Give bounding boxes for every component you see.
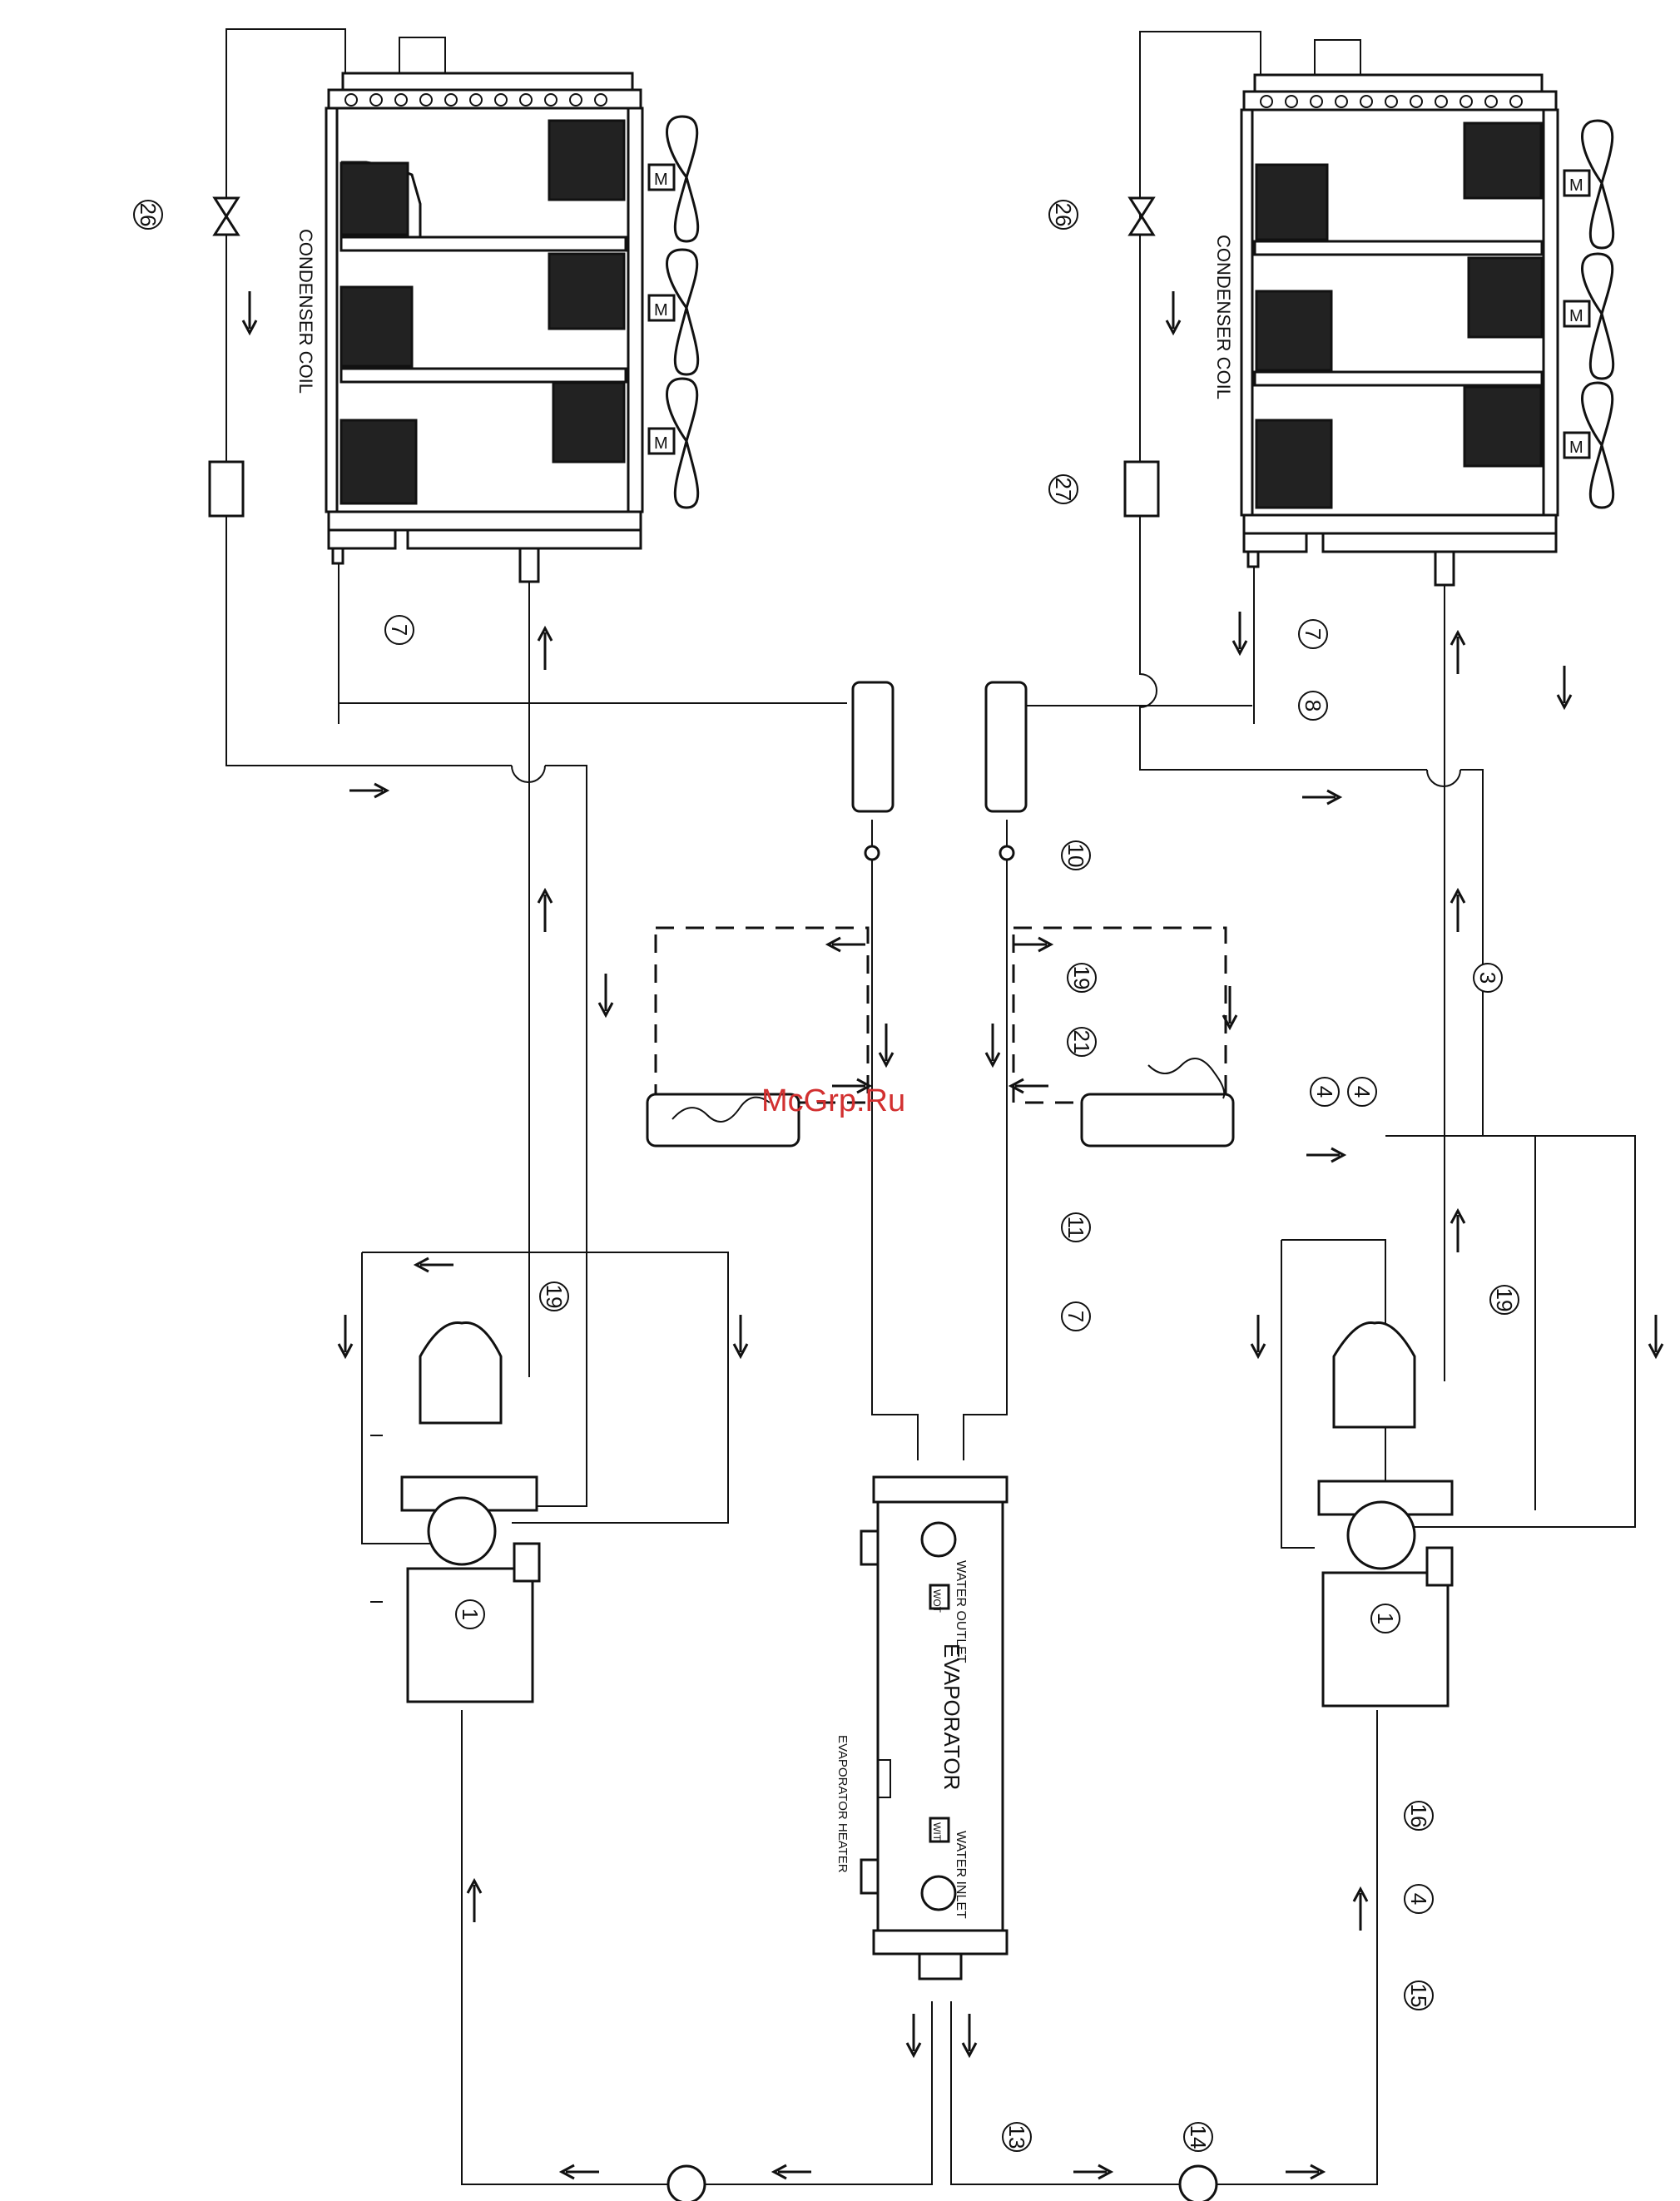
callout-13: 13 (1003, 2123, 1031, 2151)
left-dashed-region (656, 928, 868, 1103)
left-receiver (210, 462, 243, 516)
callout-text: 19 (1492, 1288, 1517, 1312)
callout-text: 26 (136, 203, 161, 227)
callout-text: 7 (387, 624, 412, 636)
callout-19-right: 19 (1490, 1286, 1519, 1314)
water-inlet-label: WATER INLET (954, 1831, 968, 1919)
right-pump (1180, 2166, 1217, 2201)
callout-text: 4 (1406, 1893, 1431, 1905)
fan-motor-label: M (654, 301, 668, 320)
right-condenser: M M M CONDENSER COIL (1213, 75, 1613, 585)
right-filter-drier (986, 682, 1026, 811)
callout-4-a: 4 (1311, 1078, 1339, 1106)
callout-1-right: 1 (1371, 1604, 1400, 1633)
callout-7-mid: 7 (1062, 1302, 1090, 1331)
condenser-coil-label-left: CONDENSER COIL (295, 229, 316, 394)
left-check-valve (215, 198, 238, 235)
left-condenser: M M M CONDENSER COIL (295, 73, 698, 582)
callout-text: 26 (1051, 203, 1076, 227)
left-pump (668, 2166, 705, 2201)
callout-7-right-top: 7 (1299, 620, 1327, 648)
callout-text: 19 (542, 1285, 567, 1309)
callout-27-right: 27 (1049, 475, 1078, 503)
callout-4-low: 4 (1405, 1885, 1433, 1913)
wit-label: WIT (931, 1822, 943, 1842)
callout-26-right: 26 (1049, 201, 1078, 229)
callout-text: 10 (1063, 844, 1088, 868)
left-compressor (370, 1323, 539, 1703)
callout-text: 21 (1069, 1030, 1094, 1054)
fan-motor-label: M (654, 171, 668, 189)
water-outlet-label: WATER OUTLET (954, 1560, 968, 1663)
callout-11: 11 (1062, 1213, 1090, 1242)
callout-text: 11 (1063, 1217, 1088, 1239)
right-condenser-fans: M M M (1564, 121, 1613, 508)
condenser-coil-label-right: CONDENSER COIL (1213, 235, 1234, 399)
wot-label: WOT (931, 1589, 943, 1614)
right-check-valve (1130, 198, 1153, 235)
callout-14: 14 (1184, 2123, 1212, 2151)
fan-motor-label: M (1569, 439, 1583, 457)
callout-text: 7 (1301, 628, 1326, 640)
callout-10: 10 (1062, 841, 1090, 870)
watermark: McGrp.Ru (761, 1083, 905, 1118)
right-dashed-region (1013, 928, 1226, 1103)
callout-text: 27 (1051, 478, 1076, 502)
left-filter-drier (853, 682, 893, 811)
right-receiver (1125, 462, 1158, 516)
callout-3: 3 (1474, 964, 1502, 992)
callout-text: 19 (1069, 966, 1094, 990)
callout-1-left: 1 (456, 1600, 484, 1628)
callout-21: 21 (1068, 1028, 1096, 1056)
evaporator-label: EVAPORATOR (939, 1643, 964, 1790)
callout-text: 1 (1373, 1613, 1398, 1624)
left-condenser-fans: M M M (649, 116, 698, 508)
callout-8-right: 8 (1299, 692, 1327, 720)
callout-text: 8 (1301, 700, 1326, 711)
callout-text: 16 (1406, 1804, 1431, 1828)
callout-4-b: 4 (1348, 1078, 1376, 1106)
callout-text: 4 (1312, 1086, 1337, 1098)
callout-16: 16 (1405, 1802, 1433, 1830)
callout-15: 15 (1405, 1981, 1433, 2010)
evaporator-heater-label: EVAPORATOR HEATER (835, 1735, 850, 1873)
right-plate-exchanger (1082, 1094, 1233, 1146)
callout-text: 7 (1063, 1311, 1088, 1322)
callout-text: 3 (1475, 972, 1500, 984)
callout-26-left: 26 (134, 201, 162, 229)
callout-19-mid: 19 (1068, 964, 1096, 992)
fan-motor-label: M (1569, 176, 1583, 195)
callout-7-left-top: 7 (385, 616, 414, 644)
callout-text: 15 (1406, 1984, 1431, 2008)
fan-motor-label: M (654, 434, 668, 453)
fan-motor-label: M (1569, 307, 1583, 325)
callout-text: 13 (1004, 2125, 1029, 2149)
callout-19-left: 19 (540, 1282, 568, 1311)
callout-text: 14 (1186, 2125, 1211, 2149)
right-compressor (1319, 1323, 1452, 1707)
evaporator: EVAPORATOR WATER OUTLET WATER INLET WOT … (835, 1477, 1007, 1979)
callout-text: 1 (458, 1609, 483, 1620)
callout-text: 4 (1350, 1086, 1375, 1098)
